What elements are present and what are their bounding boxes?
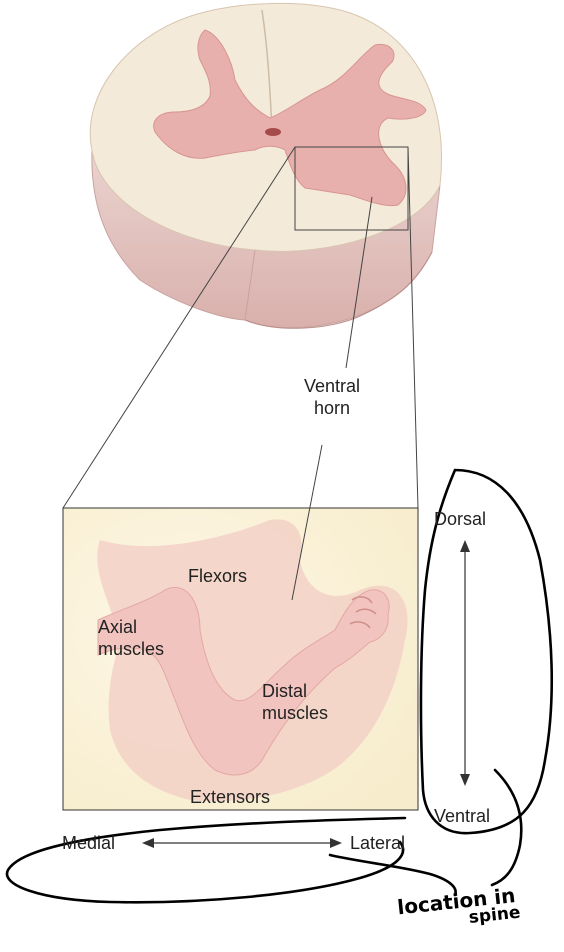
lateral-underline-stroke [328, 853, 457, 897]
flexors-label: Flexors [188, 566, 248, 586]
projection-line-right [407, 146, 419, 509]
distal-muscles-label: Distal muscles [262, 681, 329, 723]
spinal-cord-section [89, 2, 442, 329]
handwritten-annotations [5, 468, 554, 904]
medial-label: Medial [62, 833, 116, 853]
ventral-horn-text: Ventral horn [303, 376, 361, 418]
dorsal-ventral-circle [419, 468, 554, 835]
zoom-box [294, 146, 409, 231]
dorsal-ventral-arrow [460, 540, 470, 786]
ventral-horn-leader-inset [291, 444, 323, 601]
dorsal-label: Dorsal [434, 509, 487, 529]
fist-detail [349, 596, 377, 629]
inset-panel [62, 444, 419, 811]
medial-lateral-arrow [142, 838, 342, 848]
ventral-horn-label: Ventral horn [286, 375, 378, 419]
medial-lateral-loop [5, 816, 407, 904]
projection-line-left [62, 146, 296, 509]
arm-illustration [97, 587, 390, 776]
axial-muscles-label: Axial muscles [98, 617, 165, 659]
location-leader-stroke [490, 768, 523, 887]
ventral-horn-leader [345, 196, 373, 369]
extensors-label: Extensors [190, 787, 271, 807]
central-canal [265, 128, 281, 136]
ventral-label: Ventral [434, 806, 491, 826]
lateral-label: Lateral [350, 833, 406, 853]
gray-matter [153, 29, 427, 207]
